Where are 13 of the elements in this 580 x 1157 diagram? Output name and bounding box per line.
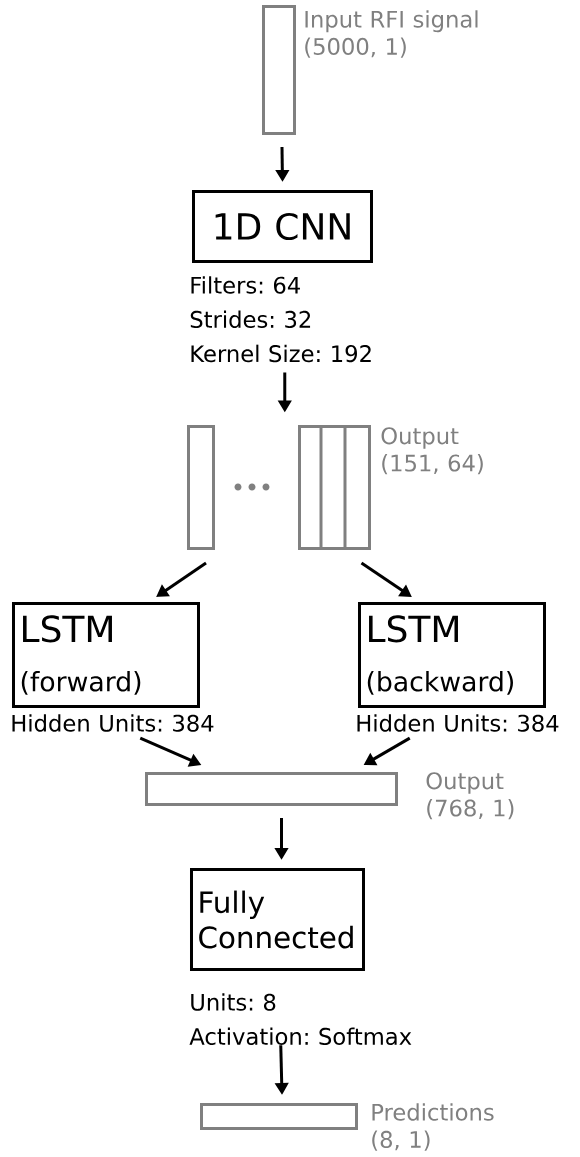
parameter-text: Hidden Units: 384 — [357, 714, 559, 732]
layer-box: LSTM (backward) — [358, 602, 546, 708]
parameter-text: Units: 8 Activation: Softmax — [189, 993, 412, 1045]
shape-label: Predictions (8, 1) — [372, 1103, 494, 1151]
parameter-text: Filters: 64 Strides: 32 Kernel Size: 192 — [190, 276, 371, 363]
shape-label: Output (768, 1) — [426, 772, 514, 820]
tensor-bar — [187, 425, 215, 550]
shape-label: Output (151, 64) — [381, 427, 483, 475]
layer-box: Fully Connected — [190, 868, 365, 971]
layer-box: 1D CNN — [192, 190, 373, 263]
parameter-text: Hidden Units: 384 — [12, 714, 214, 732]
shape-label: Input RFI signal (5000, 1) — [305, 10, 478, 58]
layer-box: LSTM (forward) — [12, 602, 200, 708]
